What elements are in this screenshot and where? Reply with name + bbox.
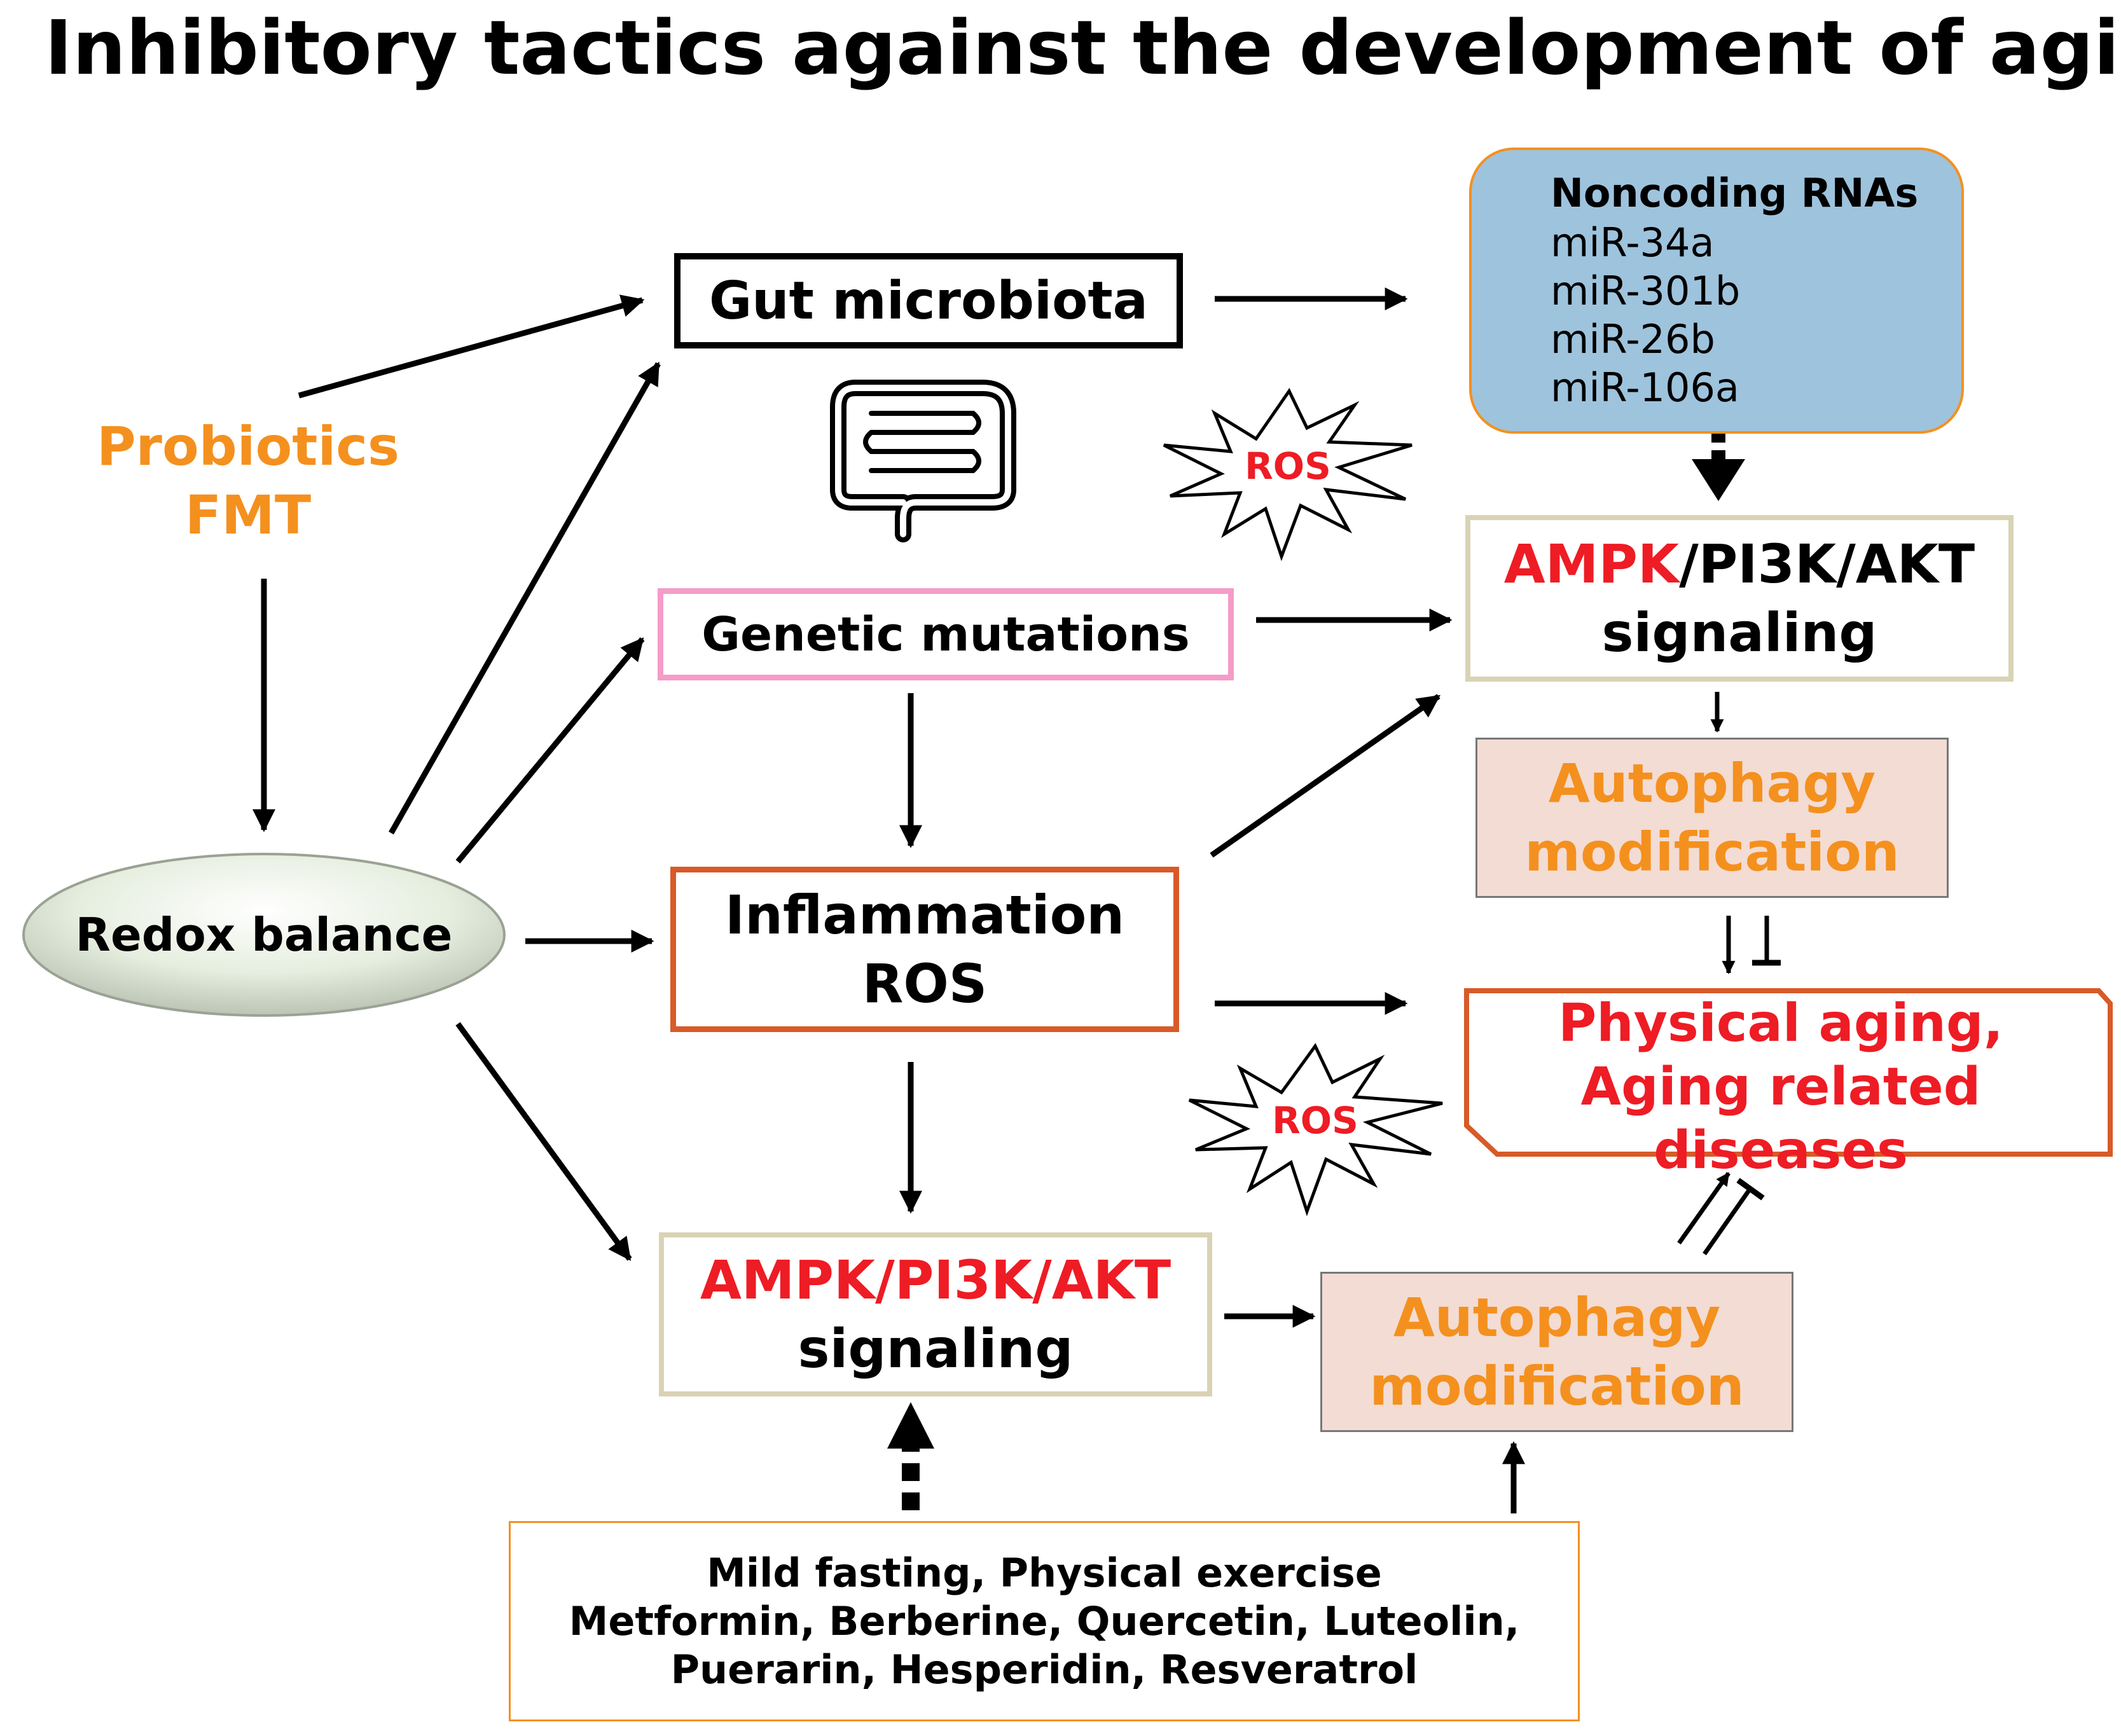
inflammation-label: Inflammation xyxy=(724,884,1125,946)
arrow-inflammation-ampk-right xyxy=(1210,694,1440,858)
arrowhead-interventions xyxy=(887,1402,934,1449)
gut-microbiota-node: Gut microbiota xyxy=(674,253,1183,348)
arrow-redox-genetic xyxy=(455,637,645,864)
arrowhead-noncoding xyxy=(1692,459,1745,501)
ampk-label: AMPK xyxy=(1503,533,1680,595)
modification-label: modification xyxy=(1524,821,1900,883)
interventions-line: Metformin, Berberine, Quercetin, Luteoli… xyxy=(569,1597,1520,1644)
signaling-label: signaling xyxy=(798,1318,1074,1380)
aging-related-diseases-label: Aging related diseases xyxy=(1580,1057,1981,1181)
aging-diseases-node: Physical aging, Aging related diseases xyxy=(1463,992,2099,1183)
arrow-autophagy-bottom-aging xyxy=(1677,1171,1731,1245)
redox-balance-node: Redox balance xyxy=(19,903,509,967)
noncoding-rnas-node: Noncoding RNAs miR-34a miR-301b miR-26b … xyxy=(1469,148,1964,434)
pi3k-akt-label: /PI3K/AKT xyxy=(1679,533,1975,595)
page-title: Inhibitory tactics against the developme… xyxy=(45,4,2121,92)
gut-microbiota-label: Gut microbiota xyxy=(708,270,1149,331)
interventions-line: Mild fasting, Physical exercise xyxy=(707,1549,1382,1596)
redox-ellipse xyxy=(22,853,506,1017)
autophagy-label: Autophagy xyxy=(1548,752,1876,815)
noncoding-rnas-title: Noncoding RNAs xyxy=(1551,170,1919,216)
mirna-item: miR-106a xyxy=(1551,364,1739,411)
redox-balance-label: Redox balance xyxy=(75,908,453,961)
probiotics-fmt-label: Probiotics FMT xyxy=(89,412,407,549)
ros-burst-top xyxy=(1163,388,1413,561)
ros-label-top: ROS xyxy=(1245,444,1331,488)
inhibit-autophagy-bottom-aging xyxy=(1703,1188,1751,1256)
probiotics-label: Probiotics xyxy=(96,415,400,478)
modification-label-bottom: modification xyxy=(1369,1355,1744,1417)
mirna-item: miR-26b xyxy=(1551,316,1715,362)
ros-burst-bottom xyxy=(1188,1043,1443,1216)
autophagy-label-bottom: Autophagy xyxy=(1393,1286,1721,1349)
ampk-signaling-node-right: AMPK/PI3K/AKT signaling xyxy=(1465,515,2014,682)
ampk-pathway-label-right: AMPK/PI3K/AKT xyxy=(1504,530,1975,598)
fmt-label: FMT xyxy=(184,484,312,546)
autophagy-node-right: Autophagy modification xyxy=(1475,738,1949,898)
intestine-icon xyxy=(830,380,1016,542)
arrow-probiotics-gut xyxy=(298,294,645,399)
inhibit-autophagy-bottom-aging-bar xyxy=(1736,1178,1765,1201)
genetic-mutations-label: Genetic mutations xyxy=(701,607,1190,662)
ros-box-label: ROS xyxy=(862,953,988,1015)
physical-aging-label: Physical aging, xyxy=(1558,993,2003,1054)
ampk-pathway-label: AMPK/PI3K/AKT xyxy=(700,1249,1171,1311)
signaling-label-right: signaling xyxy=(1601,602,1877,664)
aging-box xyxy=(1464,988,2113,1157)
mirna-item: miR-34a xyxy=(1551,219,1715,266)
ampk-signaling-node-middle: AMPK/PI3K/AKT signaling xyxy=(659,1232,1212,1396)
interventions-line: Puerarin, Hesperidin, Resveratrol xyxy=(670,1646,1418,1693)
inflammation-ros-node: Inflammation ROS xyxy=(670,867,1179,1032)
genetic-mutations-node: Genetic mutations xyxy=(658,588,1234,680)
interventions-box: Mild fasting, Physical exercise Metformi… xyxy=(509,1521,1580,1721)
mirna-item: miR-301b xyxy=(1551,268,1741,314)
arrow-redox-gut xyxy=(389,361,661,835)
ros-label-bottom: ROS xyxy=(1272,1099,1358,1142)
arrow-redox-ampk xyxy=(455,1022,632,1261)
autophagy-node-bottom: Autophagy modification xyxy=(1320,1272,1793,1432)
